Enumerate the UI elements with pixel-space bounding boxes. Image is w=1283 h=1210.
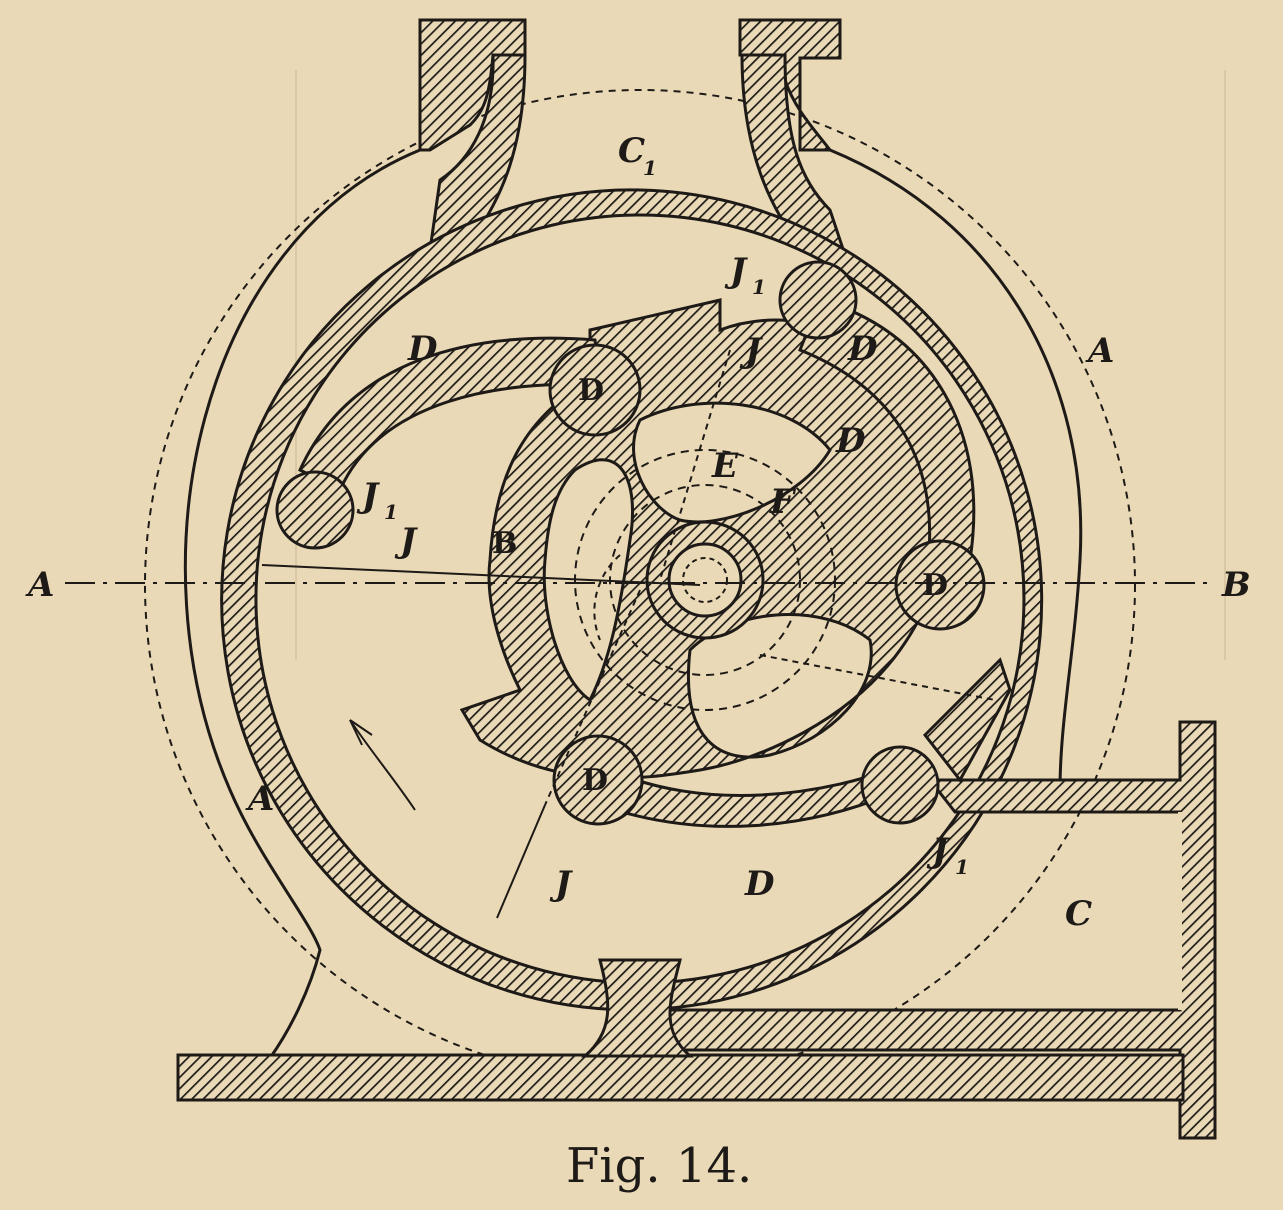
volute-outline (180, 148, 421, 1060)
label-J1-bottom-sub: 1 (955, 855, 969, 879)
rollers (275, 260, 986, 826)
roller-left (275, 470, 355, 550)
label-D-roller-top-right: D (847, 329, 878, 369)
label-D-roller-right: D (922, 568, 948, 603)
label-J1-left-sub: 1 (384, 500, 398, 524)
label-B-rotor: B (492, 526, 517, 561)
label-C1-sub: 1 (643, 156, 657, 180)
roller-bottom (552, 734, 644, 826)
label-D-arm-right: D (835, 421, 866, 461)
label-D-roller-bottom: D (582, 763, 608, 798)
label-A-casing-right: A (1085, 331, 1114, 371)
roller-bottom-right (860, 745, 940, 825)
label-B-axis-right: B (1221, 565, 1251, 605)
label-A-axis-left: A (25, 565, 54, 605)
label-E: E (711, 446, 739, 486)
casing (176, 18, 1217, 1140)
figure-caption: Fig. 14. (566, 1138, 752, 1194)
construction-lines (65, 349, 1215, 919)
label-D-arm-left: D (407, 329, 438, 369)
label-D-arm-bottom: D (744, 864, 775, 904)
roller-right (894, 539, 986, 631)
label-D-roller-upper-left: D (578, 373, 604, 408)
roller-upper-left (548, 343, 642, 437)
label-A-casing-left: A (245, 779, 274, 819)
roller-top-right (778, 260, 858, 340)
label-C-outlet: C (1065, 894, 1092, 934)
volute-outline-right (829, 148, 1083, 791)
label-F: F (769, 482, 797, 522)
label-C1-top: C (618, 131, 645, 171)
reference-circle (144, 89, 1136, 1081)
vane-arms (298, 298, 976, 828)
label-J1-top-sub: 1 (752, 275, 766, 299)
